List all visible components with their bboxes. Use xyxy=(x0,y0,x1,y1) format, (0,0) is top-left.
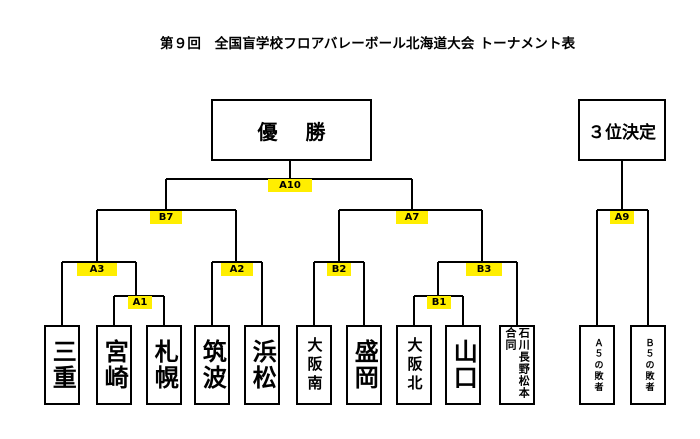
match-label-a10: A10 xyxy=(268,179,312,192)
champion-box: 優勝 xyxy=(211,99,372,161)
match-label-a7: A7 xyxy=(396,211,428,224)
team-box: 山口 xyxy=(445,325,481,405)
match-label-b7: B7 xyxy=(150,211,182,224)
team-box: 大阪南 xyxy=(296,325,332,405)
team-box: 三重 xyxy=(44,325,80,405)
match-label-b3: B3 xyxy=(466,263,502,276)
team-box: 筑波 xyxy=(194,325,230,405)
team-box: 宮崎 xyxy=(96,325,132,405)
match-label-b2: B2 xyxy=(327,263,351,276)
page-title: 第９回 全国盲学校フロアバレーボール北海道大会 トーナメント表 xyxy=(160,36,576,52)
match-label-a3: A3 xyxy=(77,263,117,276)
match-label-a1: A1 xyxy=(128,296,152,309)
team-box: 札幌 xyxy=(146,325,182,405)
third-place-box: ３位決定 xyxy=(578,99,666,161)
match-label-a2: A2 xyxy=(221,263,253,276)
match-label-a9: A9 xyxy=(610,211,634,224)
team-box: 浜松 xyxy=(244,325,280,405)
team-box: 石川長野松本合同 xyxy=(499,325,535,405)
match-label-b1: B1 xyxy=(427,296,451,309)
team-box: Ｂ５の敗者 xyxy=(630,325,666,405)
team-box: Ａ５の敗者 xyxy=(579,325,615,405)
team-box: 大阪北 xyxy=(396,325,432,405)
team-box: 盛岡 xyxy=(346,325,382,405)
